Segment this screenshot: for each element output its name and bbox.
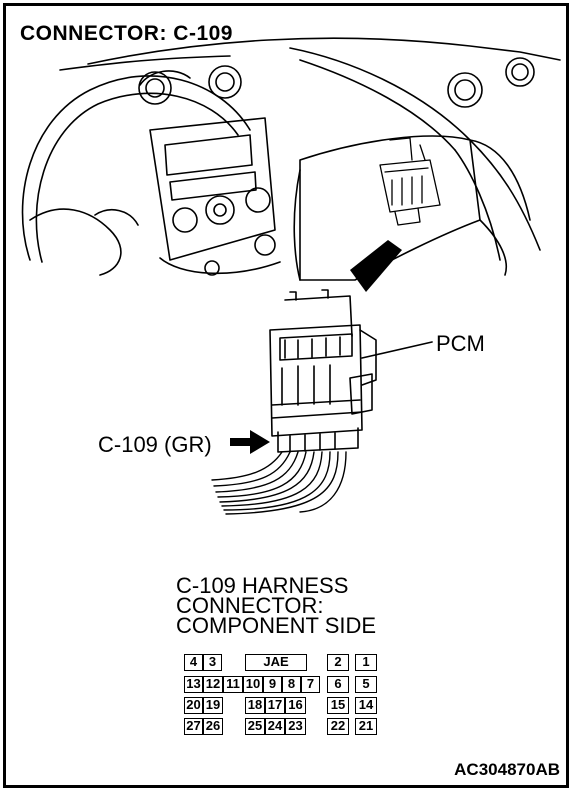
- jae-label: JAE: [245, 654, 307, 671]
- pin-cell: 20: [184, 697, 203, 714]
- pointer-arrow: [350, 240, 402, 292]
- pin-cell: 6: [327, 676, 349, 693]
- pin-cell: 11: [223, 676, 243, 693]
- pcm-leader-line: [361, 341, 433, 359]
- harness-caption: C-109 HARNESS CONNECTOR: COMPONENT SIDE: [176, 573, 377, 638]
- dashboard-outline: [87, 37, 561, 65]
- connector-arrow: [230, 430, 270, 454]
- pin-cell: 3: [203, 654, 222, 671]
- pcm-small: [379, 137, 441, 226]
- pcm-large: [269, 289, 377, 453]
- harness-caption-line1: C-109 HARNESS: [176, 573, 349, 598]
- pin-cell: 22: [327, 718, 349, 735]
- pin-cell: 12: [203, 676, 223, 693]
- pin-cell: 1: [355, 654, 377, 671]
- pin-cell: 25: [245, 718, 265, 735]
- pin-cell: 9: [263, 676, 282, 693]
- harness-caption-line3: COMPONENT SIDE: [176, 613, 377, 638]
- pin-cell: 8: [282, 676, 301, 693]
- pin-cell: 21: [355, 718, 377, 735]
- pin-cell: 10: [243, 676, 263, 693]
- figure-code: AC304870AB: [454, 760, 560, 779]
- pin-cell: 13: [184, 676, 203, 693]
- diagram-title: CONNECTOR: C-109: [20, 22, 233, 45]
- pin-cell: 2: [327, 654, 349, 671]
- steering-wheel: [21, 75, 251, 261]
- center-stack: [149, 117, 276, 261]
- gauge-right: [208, 65, 242, 99]
- pin-cell: 4: [184, 654, 203, 671]
- pin-cell: 16: [285, 697, 306, 714]
- pin-cell: 14: [355, 697, 377, 714]
- pin-cell: 24: [265, 718, 285, 735]
- pin-cell: 17: [265, 697, 285, 714]
- pin-cell: 18: [245, 697, 265, 714]
- harness-caption-line2: CONNECTOR:: [176, 593, 324, 618]
- pin-cell: 23: [285, 718, 306, 735]
- pin-cell: 7: [301, 676, 320, 693]
- pin-cell: 19: [203, 697, 223, 714]
- pcm-label: PCM: [436, 331, 485, 356]
- pin-cell: 15: [327, 697, 349, 714]
- pin-cell: 26: [203, 718, 223, 735]
- connector-label: C-109 (GR): [98, 432, 212, 457]
- vent-right: [447, 72, 483, 108]
- pin-cell: 5: [355, 676, 377, 693]
- pin-cell: 27: [184, 718, 203, 735]
- wire-harness: [211, 451, 347, 515]
- gauge-left: [138, 71, 172, 105]
